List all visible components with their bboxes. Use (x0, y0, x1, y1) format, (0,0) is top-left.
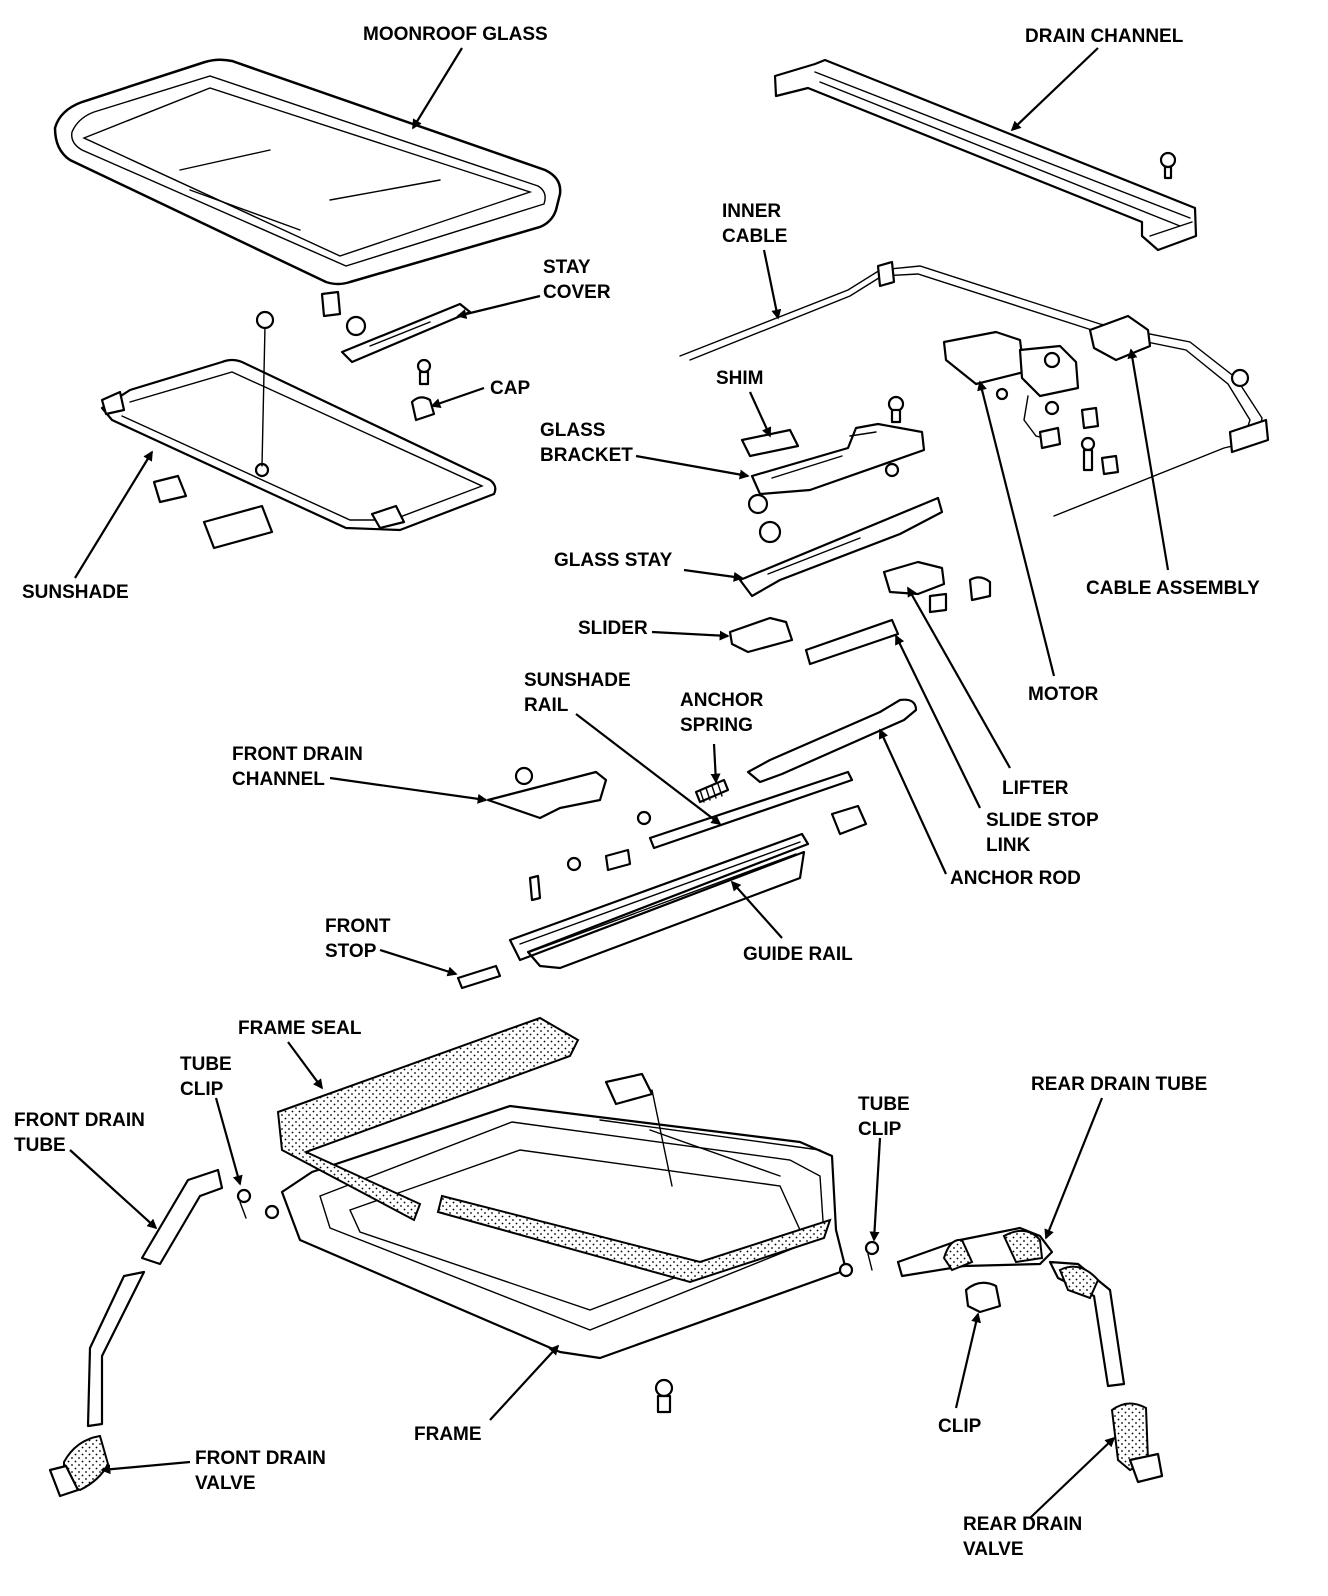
label-drain-channel: DRAIN CHANNEL (1025, 26, 1184, 47)
label-lifter: LIFTER (1002, 778, 1069, 799)
label-sunshade: SUNSHADE (22, 582, 129, 603)
label-moonroof-glass: MOONROOF GLASS (363, 24, 548, 45)
sunshade-part (100, 310, 497, 550)
label-glass-stay: GLASS STAY (554, 550, 673, 571)
label-frame-seal: FRAME SEAL (238, 1018, 362, 1039)
label-anchor-rod: ANCHOR ROD (950, 868, 1081, 889)
leader-lines (69, 47, 1170, 1519)
label-shim: SHIM (716, 368, 764, 389)
frame-seal-part (276, 1016, 832, 1284)
label-rear-drain-tube: REAR DRAIN TUBE (1031, 1074, 1207, 1095)
label-cap: CAP (490, 378, 530, 399)
label-clip: CLIP (938, 1416, 982, 1437)
rail-parts (486, 698, 918, 850)
glass-mechanism-parts (728, 395, 992, 666)
drain-tubes-parts (48, 1168, 1164, 1498)
label-guide-rail: GUIDE RAIL (743, 944, 853, 965)
label-frame: FRAME (414, 1424, 482, 1445)
moonroof-glass-part (53, 58, 562, 286)
label-slider: SLIDER (578, 618, 648, 639)
label-cable-assembly: CABLE ASSEMBLY (1086, 578, 1260, 599)
guide-rail-part (456, 804, 868, 990)
label-motor: MOTOR (1028, 684, 1099, 705)
drain-channel-part (773, 58, 1198, 252)
